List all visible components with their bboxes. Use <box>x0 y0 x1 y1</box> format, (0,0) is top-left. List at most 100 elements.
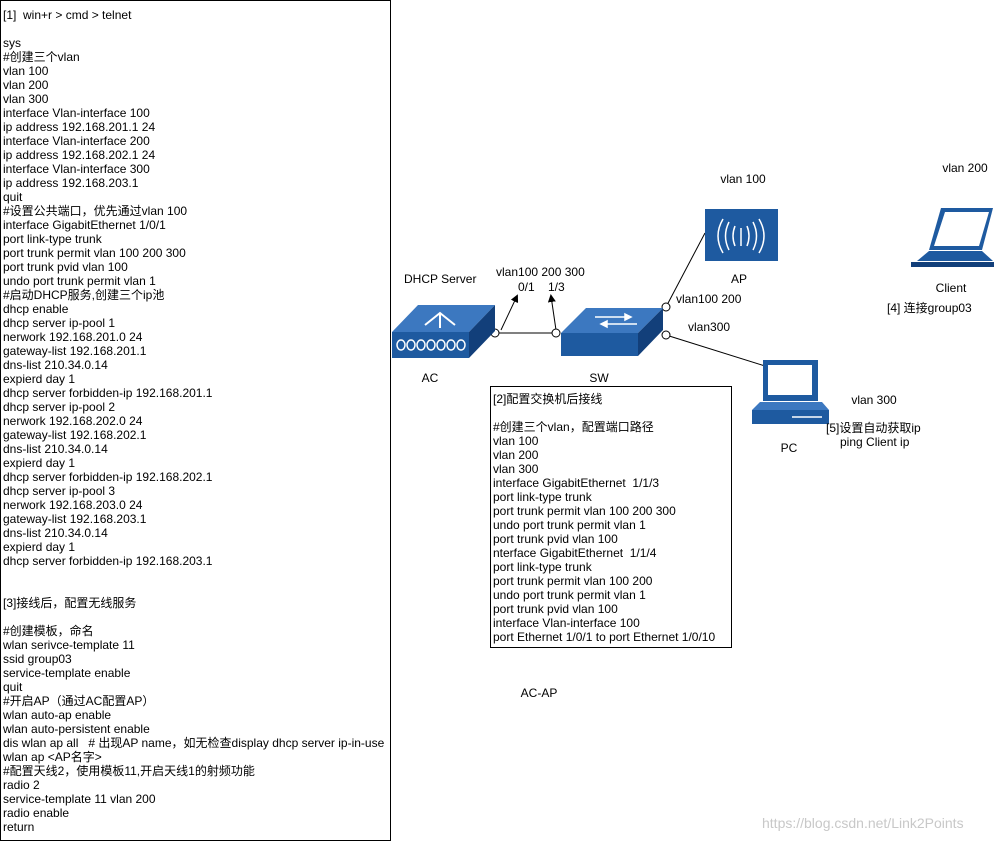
left-note-line: #启动DHCP服务,创建三个ip池 <box>3 288 165 302</box>
left-note-line: port trunk permit vlan 100 200 300 <box>3 246 186 260</box>
left-note-line: radio enable <box>3 806 70 820</box>
port-sw-pc <box>661 330 671 340</box>
left-note-line: ip address 192.168.202.1 24 <box>3 148 156 162</box>
left-note-line: undo port trunk permit vlan 1 <box>3 274 156 288</box>
left-note-line: port trunk pvid vlan 100 <box>3 260 128 274</box>
switch-note-line: port trunk permit vlan 100 200 300 <box>493 504 676 518</box>
switch-note-line: interface GigabitEthernet 1/1/3 <box>493 476 660 490</box>
left-note-line: gateway-list 192.168.201.1 <box>3 344 147 358</box>
switch-note-line: undo port trunk permit vlan 1 <box>493 518 646 532</box>
link-sw-pc <box>665 334 782 372</box>
left-note-line: interface Vlan-interface 300 <box>3 162 150 176</box>
switch-note-line: #创建三个vlan，配置端口路径 <box>493 420 654 434</box>
pc-vlan-label: vlan 300 <box>851 393 897 407</box>
watermark: https://blog.csdn.net/Link2Points <box>762 815 964 831</box>
switch-note-line: port link-type trunk <box>493 560 592 574</box>
left-note-line: dis wlan ap all # 出现AP name，如无检查display … <box>3 736 385 750</box>
switch-note-line: nterface GigabitEthernet 1/1/4 <box>493 546 657 560</box>
uplink-vlans-label: vlan100 200 300 <box>496 265 585 279</box>
left-note-line: #创建模板，命名 <box>3 624 94 638</box>
ac-device-icon <box>392 305 495 358</box>
switch-note-line: port trunk permit vlan 100 200 <box>493 574 653 588</box>
left-note-line: service-template enable <box>3 666 131 680</box>
switch-note-line: [2]配置交换机后接线 <box>493 392 603 406</box>
left-note-line: vlan 100 <box>3 64 49 78</box>
left-note-line: sys <box>3 36 21 50</box>
ac-label: AC <box>421 371 439 385</box>
left-note-line: radio 2 <box>3 778 40 792</box>
left-note-line: dns-list 210.34.0.14 <box>3 358 108 372</box>
left-note-line: #设置公共端口，优先通过vlan 100 <box>3 204 188 218</box>
pc-label: PC <box>780 441 798 455</box>
client-vlan-label: vlan 200 <box>942 161 988 175</box>
left-note-line: nerwork 192.168.201.0 24 <box>3 330 143 344</box>
left-note-line: #开启AP（通过AC配置AP） <box>3 694 155 708</box>
switch-note-line: undo port trunk permit vlan 1 <box>493 588 646 602</box>
left-note-line: return <box>3 820 35 834</box>
left-note-line: #创建三个vlan <box>3 50 80 64</box>
switch-note-line: vlan 200 <box>493 448 539 462</box>
ap-device-icon <box>705 209 778 261</box>
switch-note-line: port link-type trunk <box>493 490 592 504</box>
left-note-line: dhcp server forbidden-ip 192.168.201.1 <box>3 386 213 400</box>
left-note-line: wlan serivce-template 11 <box>3 638 135 652</box>
left-note-line: dhcp server ip-pool 1 <box>3 316 116 330</box>
left-note-line: dns-list 210.34.0.14 <box>3 442 108 456</box>
left-note-line: quit <box>3 680 23 694</box>
ap-label: AP <box>730 272 748 286</box>
left-note-line: ip address 192.168.201.1 24 <box>3 120 156 134</box>
client-label: Client <box>935 281 967 295</box>
left-note-line: nerwork 192.168.203.0 24 <box>3 498 143 512</box>
left-note-line: wlan auto-ap enable <box>3 708 112 722</box>
left-note-line: interface Vlan-interface 200 <box>3 134 150 148</box>
left-note-line: quit <box>3 190 23 204</box>
left-note-line: vlan 200 <box>3 78 49 92</box>
ac-ap-label: AC-AP <box>520 686 558 700</box>
left-note-line: dhcp server forbidden-ip 192.168.202.1 <box>3 470 213 484</box>
switch-note-line: vlan 100 <box>493 434 539 448</box>
link-sw-ap <box>665 232 706 308</box>
ap-vlan-label: vlan 100 <box>720 172 766 186</box>
left-note-line: [3]接线后，配置无线服务 <box>3 596 137 610</box>
left-note-line: dns-list 210.34.0.14 <box>3 526 108 540</box>
left-note-line: interface GigabitEthernet 1/0/1 <box>3 218 166 232</box>
port-sw-ap <box>661 302 671 312</box>
ap-link-vlans-label: vlan100 200 <box>676 292 742 306</box>
switch-note-line: port trunk pvid vlan 100 <box>493 532 618 546</box>
left-note-line: gateway-list 192.168.203.1 <box>3 512 147 526</box>
left-note-line: ssid group03 <box>3 652 72 666</box>
left-note-line: ip address 192.168.203.1 <box>3 176 139 190</box>
arrow-port-0-1 <box>500 294 519 331</box>
arrow-port-1-3 <box>547 294 557 331</box>
ping-client-label: ping Client ip <box>840 435 910 449</box>
left-note-line: wlan auto-persistent enable <box>3 722 150 736</box>
port-sw-left <box>551 328 561 338</box>
switch-note-line: vlan 300 <box>493 462 539 476</box>
left-note-line: wlan ap <AP名字> <box>3 750 102 764</box>
sw-label: SW <box>589 371 609 385</box>
left-note-line: service-template 11 vlan 200 <box>3 792 156 806</box>
auto-ip-label: [5]设置自动获取ip <box>826 421 921 435</box>
port-1-3-label: 1/3 <box>548 280 565 294</box>
connect-group-label: [4] 连接group03 <box>887 301 972 315</box>
left-note-line: interface Vlan-interface 100 <box>3 106 150 120</box>
switch-note-line: interface Vlan-interface 100 <box>493 616 640 630</box>
switch-device-icon <box>561 308 663 356</box>
left-note-line: expierd day 1 <box>3 456 76 470</box>
left-note-line: expierd day 1 <box>3 540 76 554</box>
left-note-line: nerwork 192.168.202.0 24 <box>3 414 143 428</box>
left-note-line: port link-type trunk <box>3 232 102 246</box>
left-note-line: dhcp server forbidden-ip 192.168.203.1 <box>3 554 213 568</box>
left-note-line: expierd day 1 <box>3 372 76 386</box>
left-note-line: gateway-list 192.168.202.1 <box>3 428 147 442</box>
switch-note-line: port Ethernet 1/0/1 to port Ethernet 1/0… <box>493 630 716 644</box>
left-note-line: #配置天线2，使用模板11,开启天线1的射频功能 <box>3 764 255 778</box>
port-0-1-label: 0/1 <box>518 280 535 294</box>
left-note-line: dhcp server ip-pool 2 <box>3 400 116 414</box>
pc-link-vlan-label: vlan300 <box>688 320 731 334</box>
left-note-line: [1] win+r > cmd > telnet <box>3 8 132 22</box>
left-note-line: vlan 300 <box>3 92 49 106</box>
